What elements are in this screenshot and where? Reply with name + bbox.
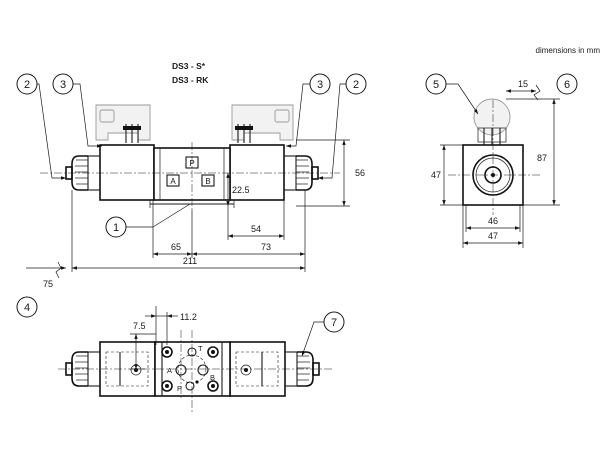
front-view: P A B 56 22.5 54 65 73 211 75 <box>16 73 367 289</box>
plan-port-b-label: B <box>210 373 215 382</box>
mounting-holes <box>161 346 219 392</box>
port-b-label: B <box>205 177 210 186</box>
side-view: 87 15 47 46 47 5 6 <box>425 73 578 248</box>
dim-46: 46 <box>488 216 498 226</box>
callout-6 <box>556 73 578 95</box>
dim-65: 65 <box>171 242 181 252</box>
callout-2-right <box>345 73 367 95</box>
callout-4 <box>16 296 38 318</box>
left-solenoid-coil <box>99 144 155 201</box>
callout-2-left-label: 2 <box>24 79 30 91</box>
dim-54: 54 <box>251 224 261 234</box>
callout-3-left <box>52 73 74 95</box>
callout-2-right-label: 2 <box>353 79 359 91</box>
callout-3-left-label: 3 <box>60 79 66 91</box>
callout-6-label: 6 <box>564 79 570 91</box>
callout-2-left <box>16 73 38 95</box>
right-connector-plug <box>231 104 294 141</box>
model-label-ds3-s: DS3 - S* <box>172 61 206 71</box>
dim-bottom-47: 47 <box>488 231 498 241</box>
model-label-ds3-rk: DS3 - RK <box>172 75 209 85</box>
port-p-label: P <box>189 159 194 168</box>
callout-3-right <box>309 73 331 95</box>
dim-overall-211: 211 <box>183 256 197 266</box>
callout-3-right-label: 3 <box>317 79 323 91</box>
callout-5-label: 5 <box>433 79 439 91</box>
dim-height-56: 56 <box>355 168 365 178</box>
dim-11-2: 11.2 <box>180 312 197 322</box>
dim-axis-22-5: 22.5 <box>232 185 250 195</box>
dim-15: 15 <box>518 79 528 89</box>
plan-port-a-label: A <box>167 366 172 375</box>
plan-port-p-label: P <box>177 384 182 393</box>
dim-side-47: 47 <box>431 170 441 180</box>
callout-1 <box>105 216 127 238</box>
dim-73: 73 <box>261 242 271 252</box>
port-p <box>185 381 195 391</box>
left-connector-pins <box>123 124 141 143</box>
plan-port-t-label: T <box>198 344 203 353</box>
callout-1-label: 1 <box>113 222 119 234</box>
callout-5 <box>425 73 447 95</box>
callout-7-label: 7 <box>331 317 337 329</box>
callout-4-label: 4 <box>24 302 30 314</box>
port-a-label: A <box>170 177 176 186</box>
callout-7 <box>323 311 345 333</box>
right-connector-pins <box>235 124 253 143</box>
dim-clearance-75: 75 <box>43 279 53 289</box>
units-note: dimensions in mm <box>536 46 601 55</box>
port-b <box>197 364 209 376</box>
dim-87: 87 <box>537 153 547 163</box>
plan-view: 4 T A B P <box>16 296 345 412</box>
dim-7-5: 7.5 <box>133 321 146 331</box>
